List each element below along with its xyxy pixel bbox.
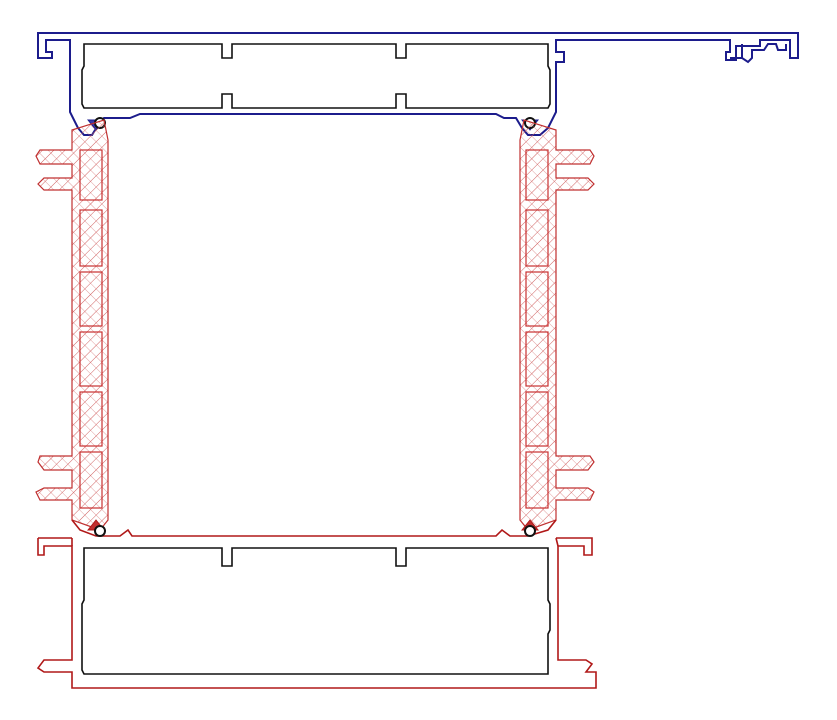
right-mullion-profile bbox=[519, 119, 595, 531]
left-mullion-profile bbox=[35, 119, 109, 531]
bottom-right-gasket bbox=[520, 519, 540, 537]
bottom-insert-profile bbox=[81, 547, 551, 675]
top-cover-profile bbox=[37, 32, 799, 136]
bottom-base-profile bbox=[36, 519, 597, 689]
top-insert-profile bbox=[81, 43, 551, 109]
bottom-left-gasket bbox=[86, 519, 106, 537]
